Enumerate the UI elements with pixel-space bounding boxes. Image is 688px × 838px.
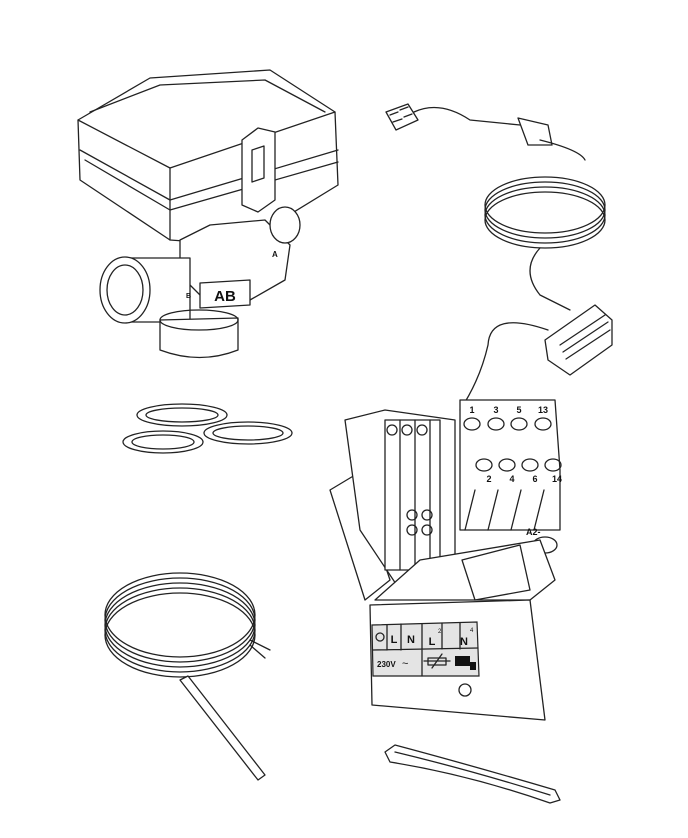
sealing-rings	[122, 403, 293, 454]
ac-symbol: ~	[402, 658, 408, 670]
terminal-14: 14	[552, 474, 562, 484]
terminal-label-plate: L N L 2 N 4 230V ~	[371, 621, 480, 677]
terminal-5: 5	[516, 405, 521, 415]
hot-water-tap-icon	[455, 656, 476, 670]
thermistor-icon	[423, 653, 451, 669]
label-l2: L	[429, 636, 436, 648]
terminal-13: 13	[538, 405, 548, 415]
relay-top-terminals: 1 3 5 13	[463, 405, 552, 431]
terminal-2: 2	[486, 474, 491, 484]
terminal-3: 3	[493, 405, 498, 415]
terminal-1: 1	[469, 405, 474, 415]
label-superscript-4: 4	[470, 628, 474, 634]
port-a-label: A	[272, 250, 278, 259]
terminal-block-left	[384, 419, 441, 571]
temperature-sensor	[104, 572, 271, 781]
port-b-label: B	[186, 293, 191, 300]
label-l1: L	[391, 634, 398, 646]
terminal-a2: A2-	[526, 527, 541, 537]
terminal-6: 6	[532, 474, 537, 484]
label-voltage: 230V	[377, 660, 396, 669]
port-ab-label: AB	[214, 288, 236, 305]
relay-bottom-terminals: 2 4 6 14	[475, 458, 562, 484]
motorized-valve: AB A B	[77, 69, 339, 359]
heat-conducting-tube	[384, 744, 561, 804]
label-n1: N	[407, 634, 415, 646]
label-n2: N	[460, 636, 468, 648]
connection-cable	[385, 103, 613, 411]
relay-terminal-box: 1 3 5 13 2 4 6 14 A2- L N	[329, 399, 562, 721]
terminal-4: 4	[509, 474, 514, 484]
label-superscript-2: 2	[438, 629, 442, 635]
